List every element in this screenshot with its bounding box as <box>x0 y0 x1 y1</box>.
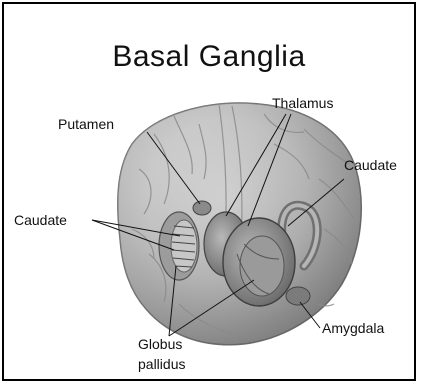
label-caudate-right: Caudate <box>344 157 397 173</box>
label-amygdala: Amygdala <box>322 320 384 336</box>
label-globus-line1: Globus <box>138 336 182 352</box>
amygdala-structure <box>286 287 310 305</box>
putamen-structure <box>193 201 211 215</box>
label-putamen: Putamen <box>58 116 114 132</box>
diagram-title: Basal Ganglia <box>4 40 414 74</box>
label-thalamus: Thalamus <box>272 95 333 111</box>
diagram-frame: Basal Ganglia Putamen Thalamus Caudate C… <box>2 2 416 381</box>
caudate-left-structure <box>159 212 199 280</box>
label-caudate-left: Caudate <box>14 212 67 228</box>
label-globus-line2: pallidus <box>138 356 185 372</box>
